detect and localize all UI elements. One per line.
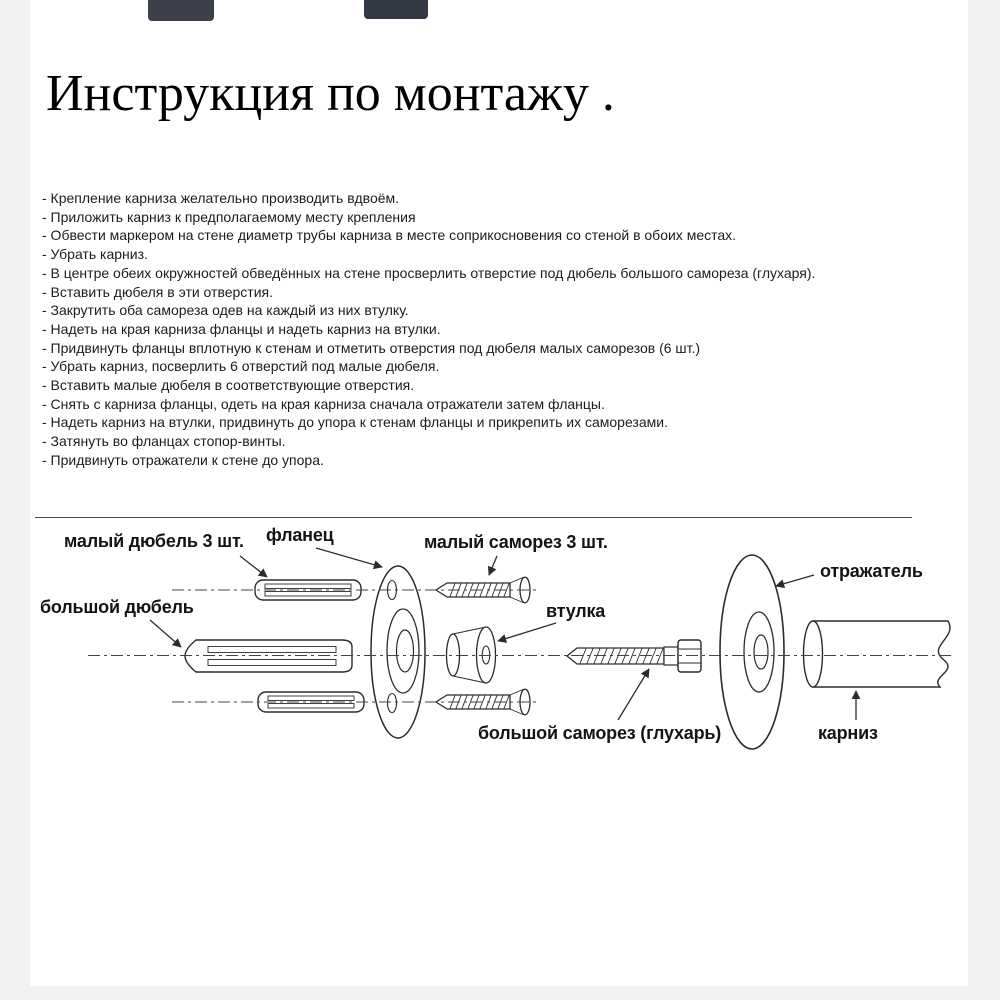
label-cornice: карниз <box>818 723 878 743</box>
label-small-screw: малый саморез 3 шт. <box>424 532 608 552</box>
label-small-dowel: малый дюбель 3 шт. <box>64 531 244 551</box>
page-margin-right <box>968 0 1000 1000</box>
leader-lines <box>149 547 861 721</box>
instruction-step: - Придвинуть фланцы вплотную к стенам и … <box>42 339 701 356</box>
instruction-step: - Приложить карниз к предполагаемому мес… <box>42 208 416 225</box>
bushing <box>445 626 497 684</box>
reflector <box>719 554 785 750</box>
instruction-step: - Придвинуть отражатели к стене до упора… <box>42 451 324 468</box>
large-dowel <box>184 639 353 673</box>
label-bushing: втулка <box>546 601 606 621</box>
instruction-step: - Надеть на края карниза фланцы и надеть… <box>42 320 441 337</box>
label-large-dowel: большой дюбель <box>40 597 194 617</box>
assembly-diagram: малый дюбель 3 шт. фланец малый саморез … <box>0 520 1000 820</box>
instruction-step: - Вставить дюбеля в эти отверстия. <box>42 283 274 300</box>
instruction-list: - Крепление карниза желательно производи… <box>42 189 942 470</box>
instruction-step: - Убрать карниз. <box>42 246 148 263</box>
centerlines <box>88 589 952 703</box>
scan-artifact <box>364 0 428 19</box>
instruction-step: - Закрутить оба самореза одев на каждый … <box>42 302 409 319</box>
divider-line <box>35 517 912 518</box>
instruction-step: - Вставить малые дюбеля в соответствующи… <box>42 377 415 394</box>
instruction-step: - Крепление карниза желательно производи… <box>42 190 400 206</box>
page-margin-left <box>0 0 30 1000</box>
flange <box>370 565 426 739</box>
scan-artifact <box>148 0 214 21</box>
instruction-step: - Убрать карниз, посверлить 6 отверстий … <box>42 358 440 375</box>
page-margin-bottom <box>0 986 1000 1000</box>
instruction-step: - Обвести маркером на стене диаметр труб… <box>42 227 737 244</box>
label-reflector: отражатель <box>820 561 923 581</box>
instruction-step: - Снять с карниза фланцы, одеть на края … <box>42 395 605 412</box>
instruction-step: - В центре обеих окружностей обведённых … <box>42 264 816 281</box>
instruction-step: - Надеть карниз на втулки, придвинуть до… <box>42 414 668 431</box>
label-large-screw: большой саморез (глухарь) <box>478 723 722 743</box>
page-title: Инструкция по монтажу . <box>46 65 615 122</box>
cornice-tube <box>802 620 951 688</box>
label-flange: фланец <box>266 525 334 545</box>
exploded-view-drawing <box>88 547 952 750</box>
instruction-step: - Затянуть во фланцах стопор-винты. <box>42 433 286 450</box>
